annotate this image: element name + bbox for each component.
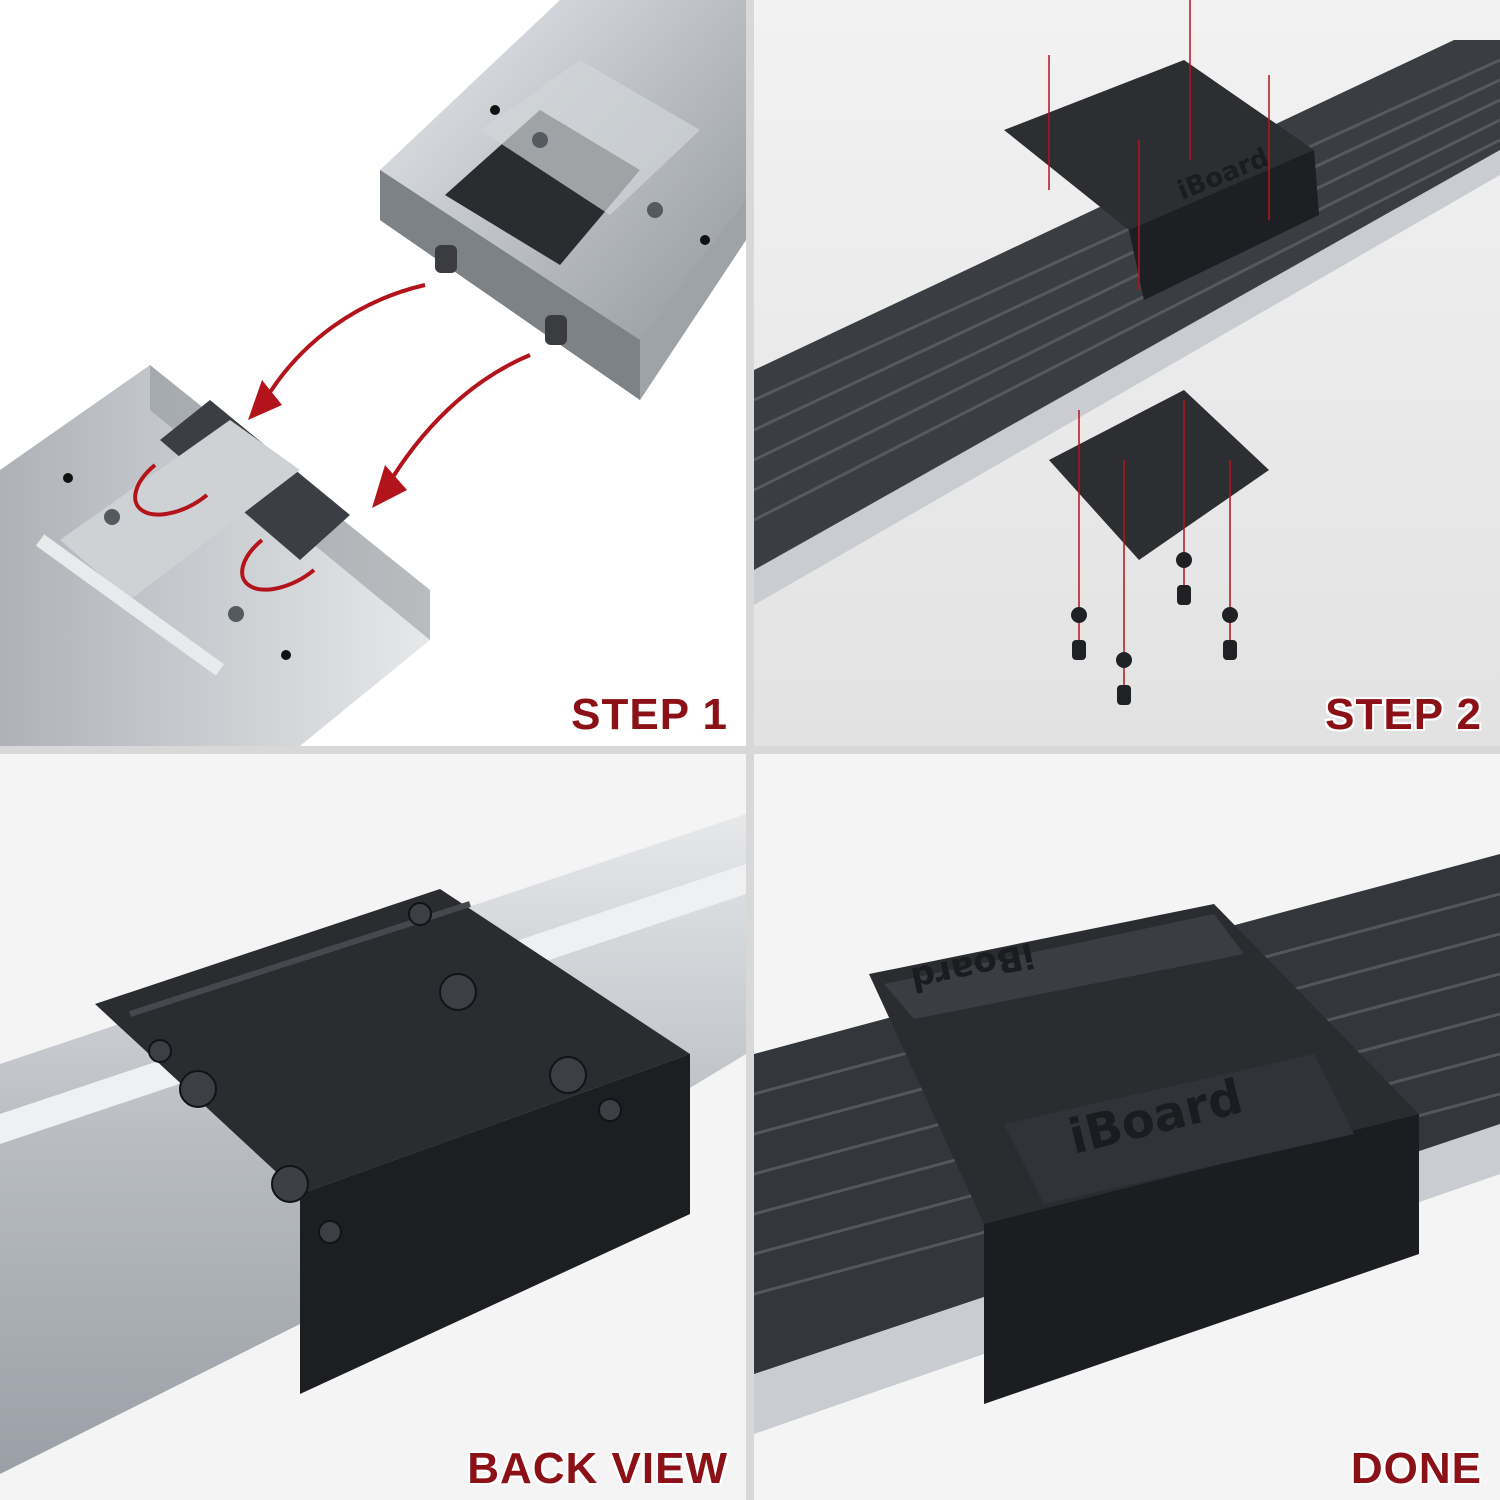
step-2-label: STEP 2 (1325, 690, 1482, 739)
internal-rod (35, 534, 225, 676)
rivet-hole (490, 105, 500, 115)
done-illustration: iBoard iBoard (754, 754, 1500, 1500)
bolt-hole (104, 509, 120, 525)
back-view-label: BACK VIEW (467, 1444, 728, 1493)
arrow-head (372, 465, 407, 508)
board-grooves (754, 58, 1500, 522)
bolt-hole (647, 202, 663, 218)
bolt-hole (532, 132, 548, 148)
threaded-stud (545, 315, 567, 345)
running-board-edge (754, 150, 1500, 605)
rivet-hole (700, 235, 710, 245)
bolt-hole (228, 606, 244, 622)
arrow-head (248, 380, 282, 420)
step-2-illustration: iBoard (754, 0, 1500, 746)
installed-end-cap-front (984, 1114, 1419, 1404)
panel-step-1: STEP 1 (0, 0, 746, 746)
upper-rail-side-right (640, 200, 746, 400)
threaded-stud (435, 245, 457, 273)
end-cap-front (1129, 150, 1319, 300)
end-cap-top-bevel (884, 914, 1244, 1019)
back-bracket-side (300, 1054, 690, 1394)
panel-done: iBoard iBoard DONE (754, 754, 1500, 1500)
insert-arrow (383, 353, 531, 492)
done-label: DONE (1350, 1444, 1482, 1493)
panel-step-2: iBoard STEP 2 (754, 0, 1500, 746)
fasteners (1071, 552, 1238, 705)
insert-arrow (260, 283, 426, 407)
panel-back-view: BACK VIEW (0, 754, 746, 1500)
upper-rail-side (380, 170, 640, 400)
back-bracket-plate (95, 889, 690, 1194)
step-1-label: STEP 1 (571, 690, 728, 739)
bolt-heads (148, 902, 622, 1244)
back-view-illustration (0, 754, 746, 1500)
rivet-hole (281, 650, 291, 660)
mounting-plate (1049, 390, 1269, 560)
rivet-hole (63, 473, 73, 483)
rotate-nut-arrow (133, 463, 209, 517)
rotate-nut-arrow (240, 538, 316, 592)
lower-rail-end (0, 365, 430, 746)
upper-bracket-plate (480, 60, 700, 215)
step-1-illustration (0, 0, 746, 746)
end-cap-logo-bevel (1004, 1054, 1354, 1204)
